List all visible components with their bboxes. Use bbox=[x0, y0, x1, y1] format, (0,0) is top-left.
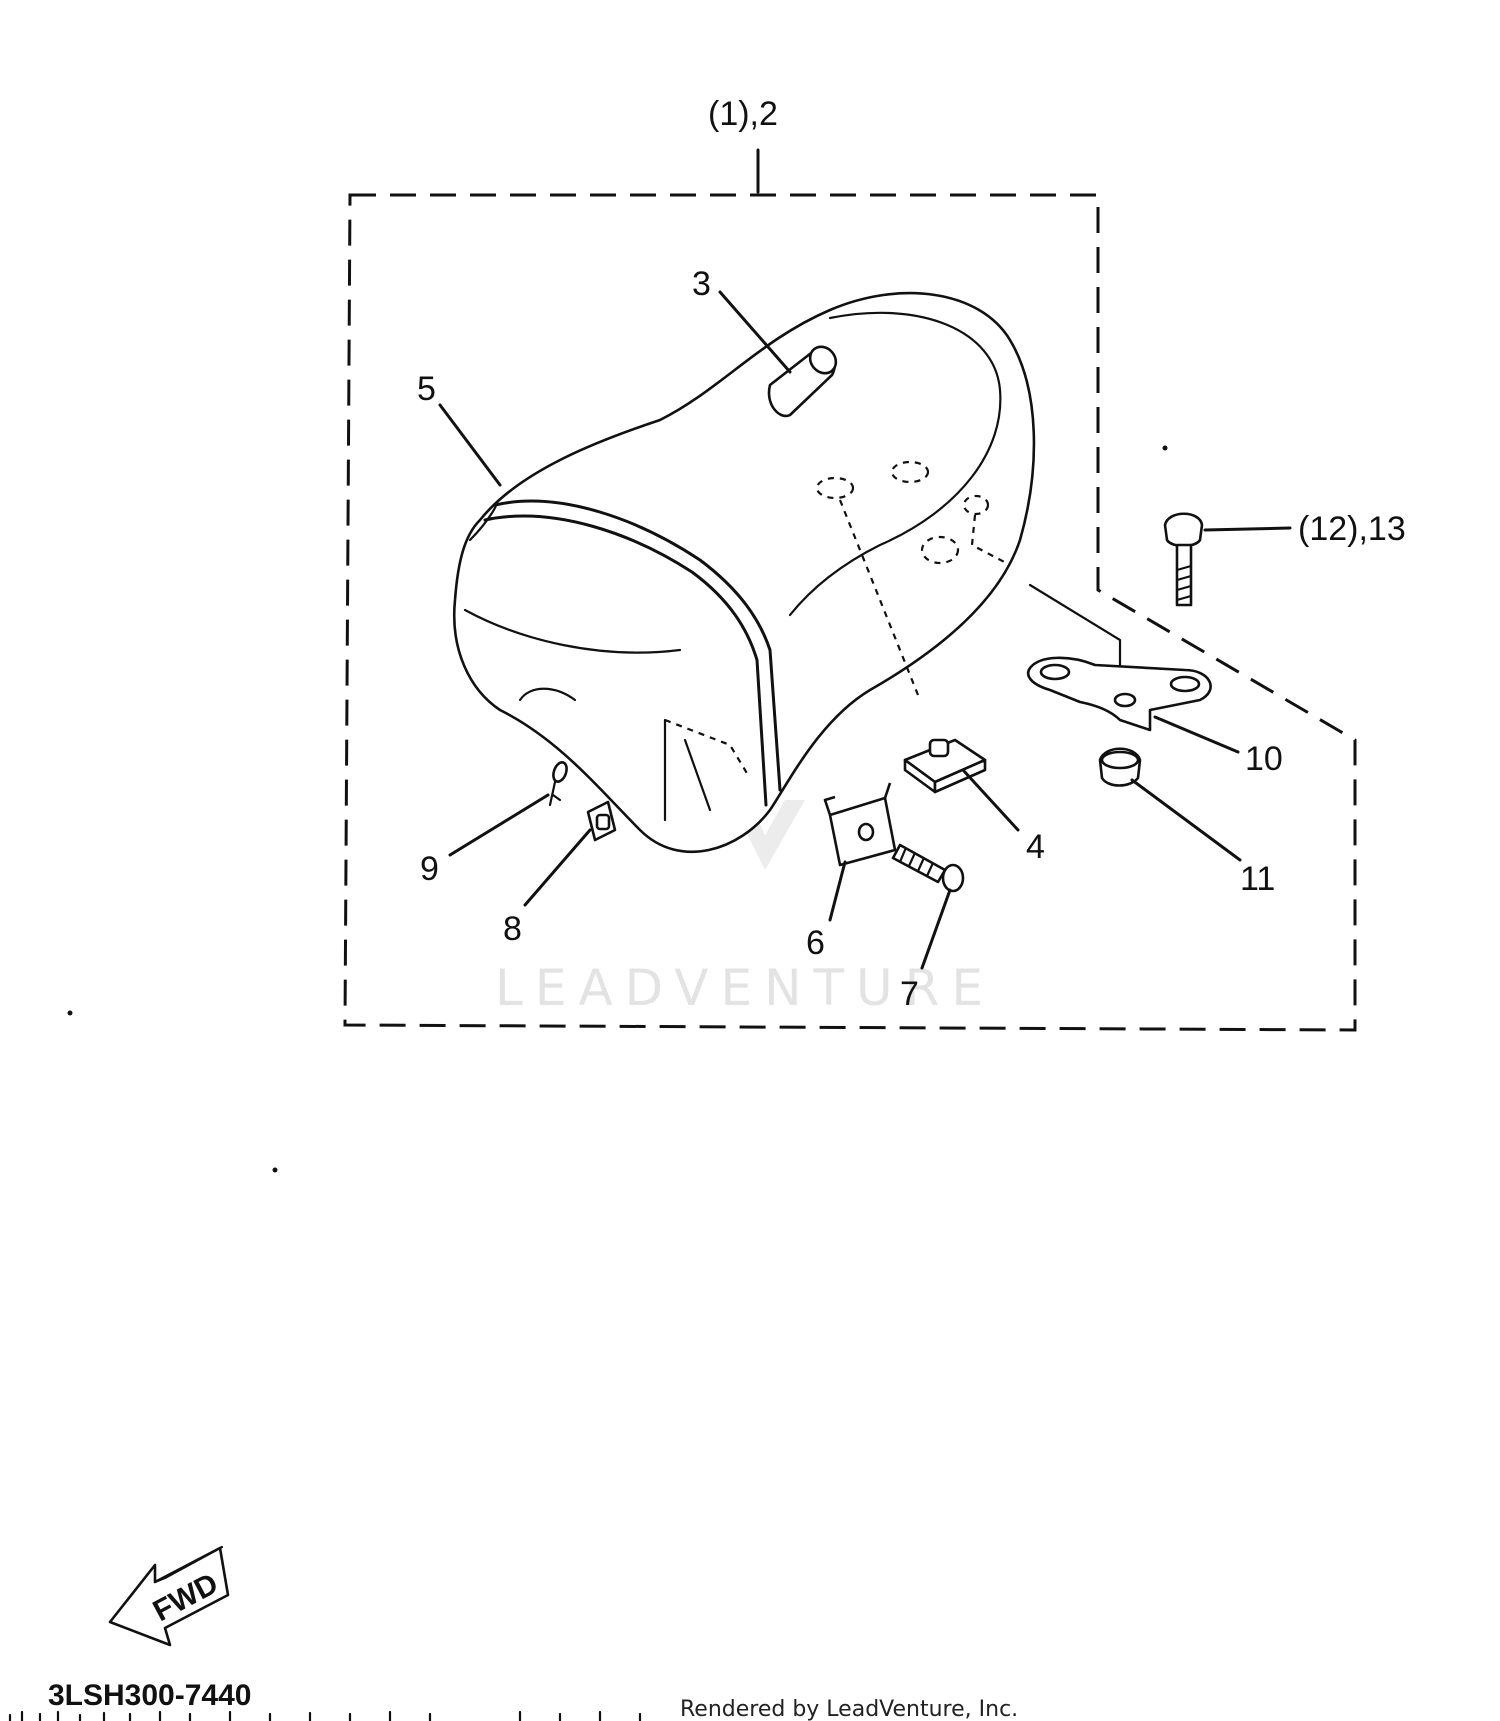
callout-10: 10 bbox=[1245, 740, 1283, 778]
leader-8 bbox=[523, 828, 592, 907]
scan-dot bbox=[1162, 445, 1168, 451]
callout-6: 6 bbox=[806, 924, 825, 962]
credit-text: Rendered by LeadVenture, Inc. bbox=[680, 1697, 1018, 1721]
callout-8: 8 bbox=[503, 910, 522, 948]
callout-assembly: (1),2 bbox=[708, 95, 778, 133]
leader-3 bbox=[718, 290, 792, 374]
scan-dot bbox=[272, 1167, 278, 1173]
assembly-boundary bbox=[343, 193, 1357, 1032]
flange-bolt bbox=[1163, 512, 1204, 607]
grommet bbox=[586, 800, 617, 842]
grab-handle bbox=[767, 345, 838, 418]
fwd-arrow: FWD bbox=[108, 1545, 230, 1647]
scan-artifact bbox=[8, 1710, 642, 1721]
flange-nut bbox=[1098, 747, 1142, 787]
mount-hole-1 bbox=[815, 476, 855, 500]
leader-6 bbox=[828, 860, 847, 922]
mount-hole-2 bbox=[890, 460, 930, 484]
seat bbox=[452, 291, 1036, 854]
leader-bolt bbox=[1203, 526, 1292, 532]
callout-9: 9 bbox=[420, 850, 439, 888]
mount-hole-4 bbox=[920, 535, 960, 565]
leader-4 bbox=[961, 768, 1020, 832]
callout-5: 5 bbox=[417, 370, 436, 408]
callout-3: 3 bbox=[692, 265, 711, 303]
small-clip bbox=[548, 761, 568, 807]
callout-7: 7 bbox=[900, 975, 919, 1013]
clip-nut bbox=[903, 738, 987, 794]
leader-7 bbox=[920, 888, 952, 970]
callout-bolt: (12),13 bbox=[1298, 510, 1406, 548]
diagram-code: 3LSH300-7440 bbox=[48, 1679, 251, 1712]
callout-11: 11 bbox=[1240, 860, 1275, 898]
leader-10 bbox=[1153, 715, 1240, 754]
callout-4: 4 bbox=[1026, 828, 1045, 866]
leader-5 bbox=[438, 403, 502, 487]
scan-dot bbox=[67, 1010, 73, 1016]
screw bbox=[891, 843, 965, 893]
bracket-plate bbox=[823, 782, 897, 867]
mount-hole-3 bbox=[962, 494, 990, 516]
leader-11 bbox=[1130, 778, 1242, 862]
leader-9 bbox=[448, 793, 550, 857]
watermark-text: LEADVENTURE bbox=[495, 959, 995, 1017]
rear-bracket bbox=[1026, 656, 1212, 732]
